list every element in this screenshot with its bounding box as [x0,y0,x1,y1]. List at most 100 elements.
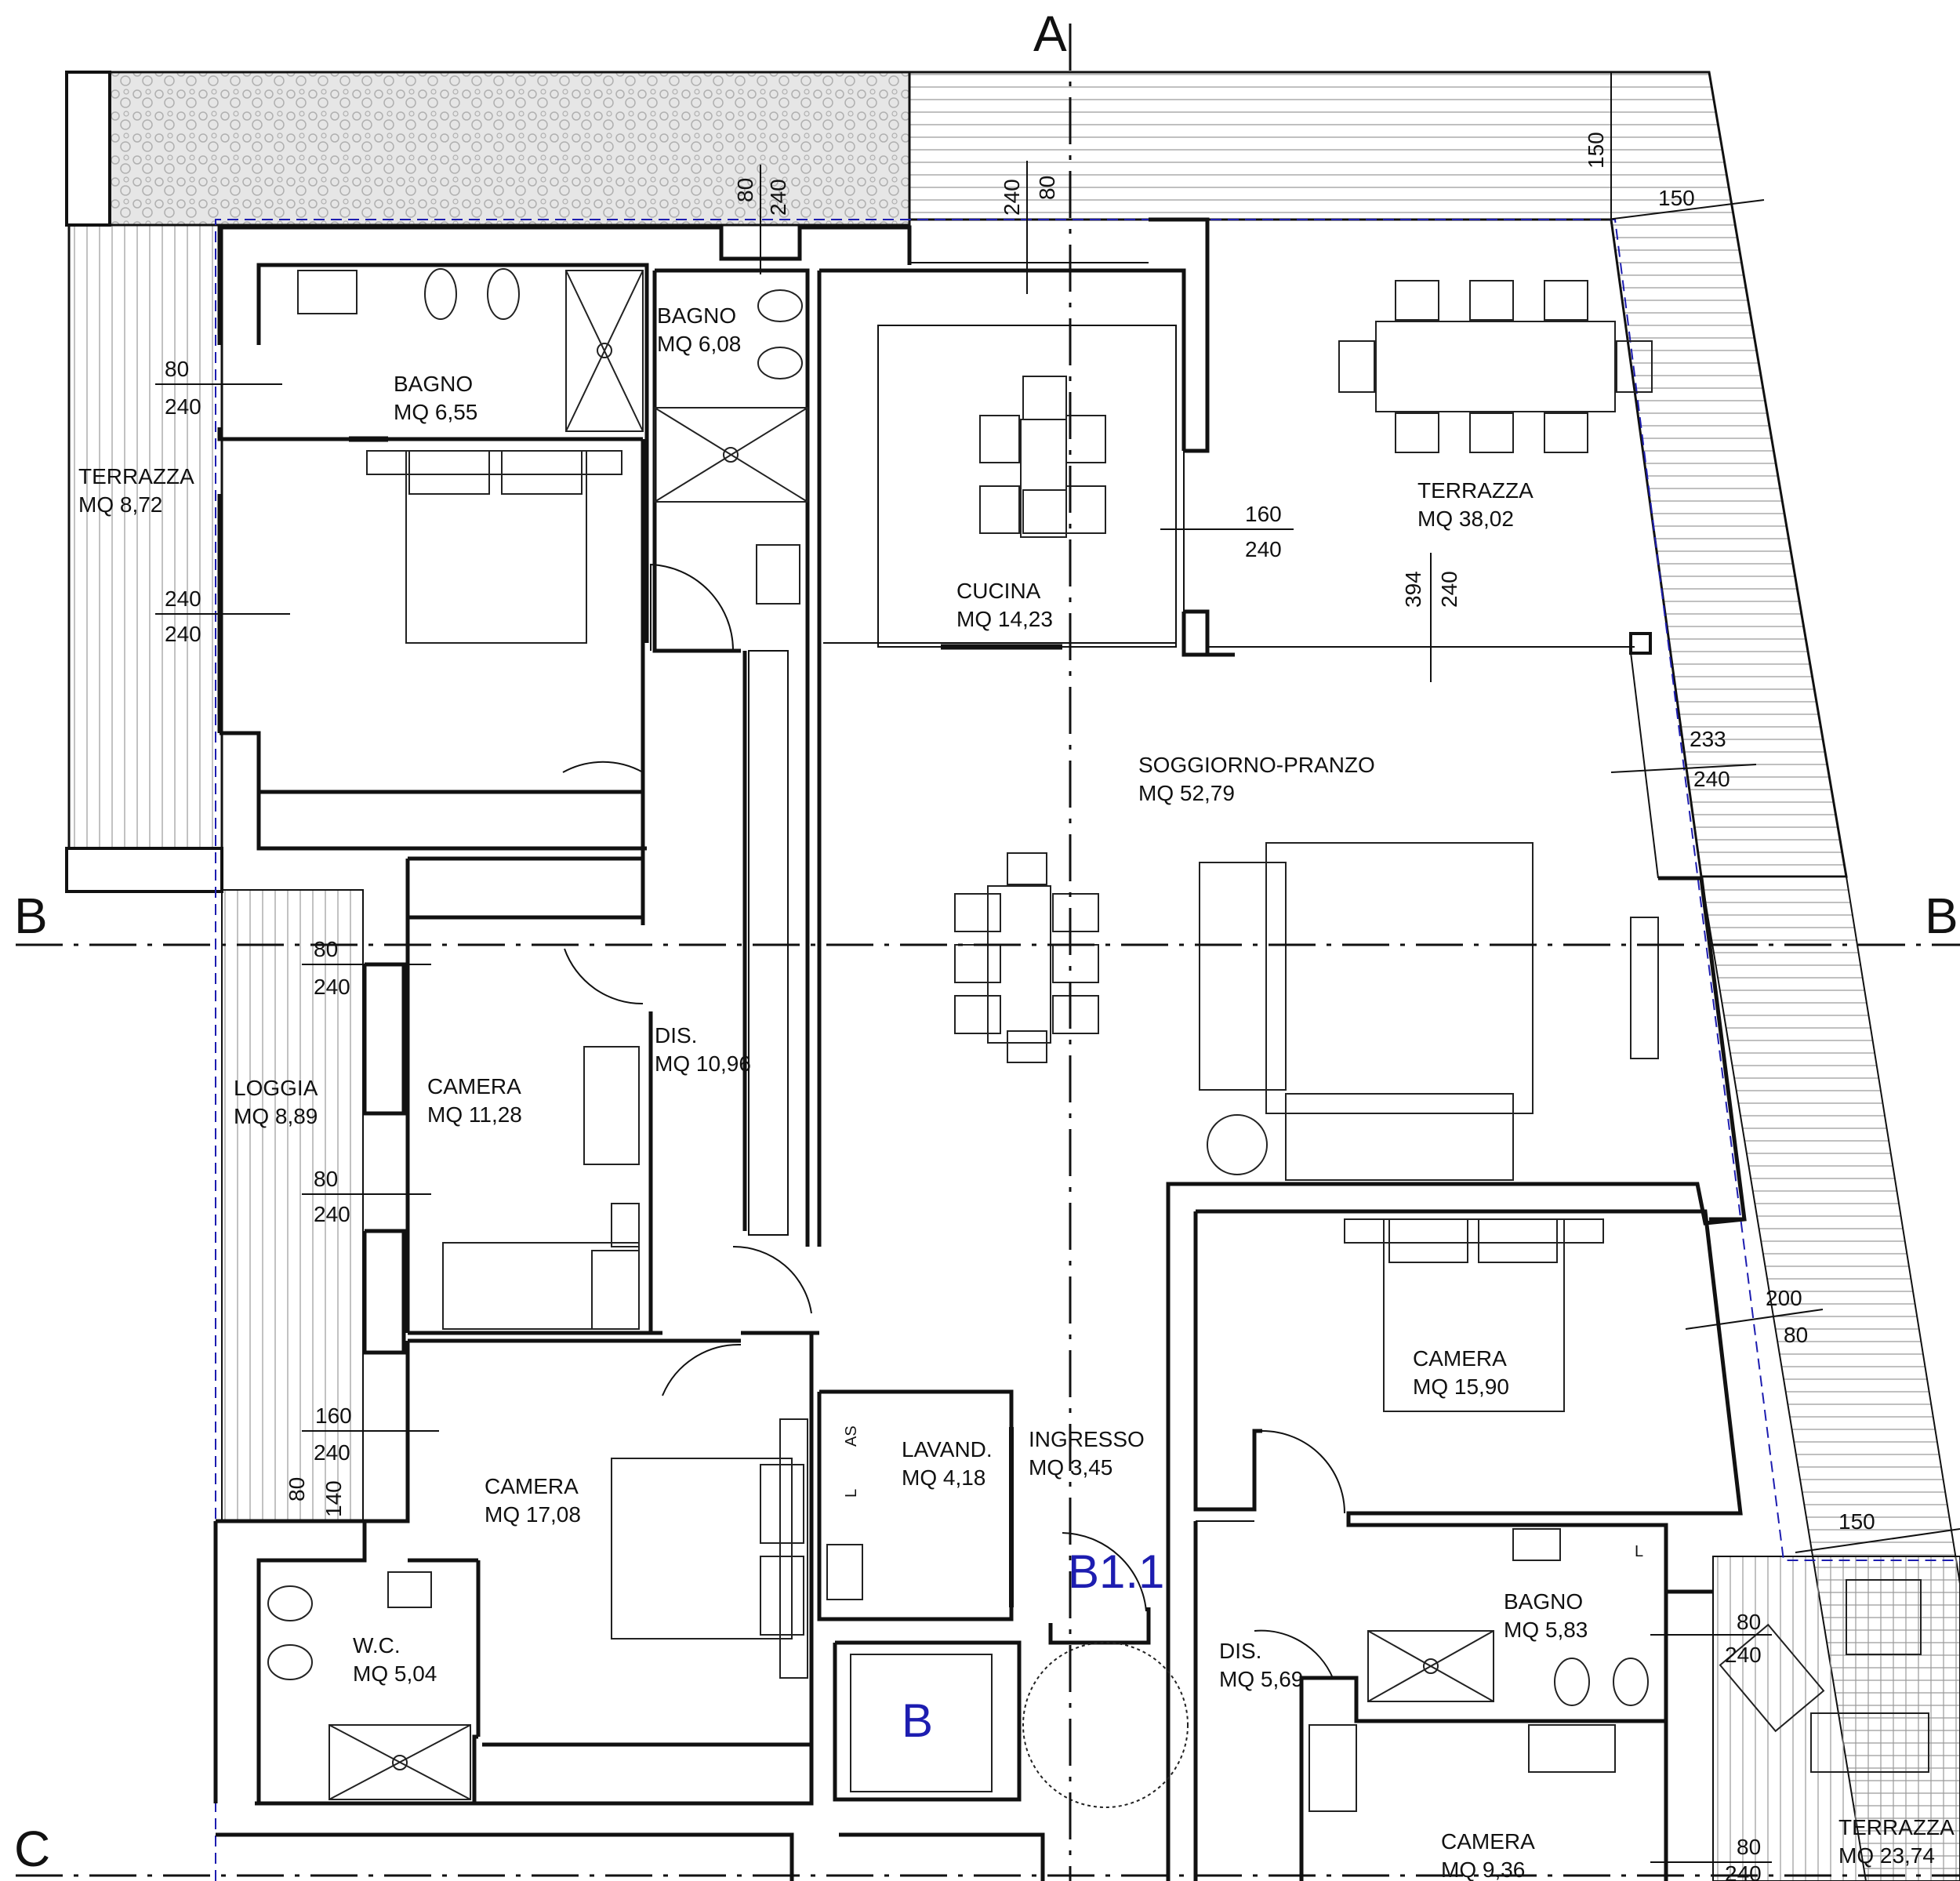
dimension-label: 240 [1245,537,1282,561]
wall [362,1229,406,1355]
bottom-right-terrace-deck [1712,1556,1960,1881]
rug [1265,842,1534,1114]
dimension-label: 240 [165,586,201,611]
room-labels: BAGNO MQ 6,55 BAGNO MQ 6,08 TERRAZZA MQ … [78,303,1955,1881]
room-name: DIS. [655,1023,697,1048]
bathtub-shower [565,270,644,432]
fixture-label-l: L [1635,1543,1643,1560]
dimension-label: 240 [1000,179,1024,216]
room-area: MQ 5,83 [1504,1618,1588,1642]
bidet [487,268,520,320]
room-name: BAGNO [394,372,473,396]
wall [1149,217,1210,453]
room-name: CAMERA [1413,1346,1507,1371]
dimension-label: 80 [1784,1323,1808,1347]
room-name: DIS. [1219,1639,1261,1663]
dimension-label: 80 [1035,176,1059,200]
room-area: MQ 17,08 [485,1502,581,1527]
bed [405,450,587,644]
room-area: MQ 5,69 [1219,1667,1303,1691]
fixture-label-as: AS [843,1425,860,1447]
wall [256,263,649,643]
dimension-label: 150 [1658,186,1695,210]
room-area: MQ 6,08 [657,332,741,356]
room-name: LAVAND. [902,1437,993,1462]
wall [655,268,810,647]
dimension-label: 80 [1737,1610,1761,1634]
gravel-strip [108,71,911,227]
room-name: CUCINA [956,579,1041,603]
room-area: MQ 5,04 [353,1661,437,1686]
room-area: MQ 8,72 [78,492,162,517]
section-markers: A B B C [14,5,1958,1877]
wall [819,268,1186,451]
dimension-label: 240 [1693,767,1730,791]
dimension-lines [155,72,1960,1863]
wall [1196,1209,1743,1881]
dimension-label: 80 [733,178,757,202]
room-name: TERRAZZA [1417,478,1534,503]
wall [255,1734,478,1806]
room-area: MQ 52,79 [1138,781,1235,805]
room-area: MQ 10,96 [655,1051,751,1076]
dimension-label: 160 [1245,502,1282,526]
room-name: BAGNO [657,303,736,328]
wall [652,271,741,653]
room-area: MQ 23,74 [1838,1843,1935,1868]
room-name: INGRESSO [1029,1427,1145,1451]
doors [562,563,1345,1679]
room-area: MQ 14,23 [956,607,1053,631]
toilet [424,268,457,320]
elevator-code-label: B [902,1694,933,1747]
room-area: MQ 9,36 [1441,1857,1525,1881]
dimension-label: 240 [1725,1643,1762,1667]
terraces [65,71,1960,1881]
dimension-label: 240 [314,1440,350,1465]
section-axes [16,24,1960,1881]
section-marker-a: A [1033,5,1067,62]
dimension-label: 80 [165,357,189,381]
fixture-label-l: L [843,1489,860,1498]
room-name: CAMERA [427,1074,521,1098]
section-marker-b-right: B [1925,888,1958,944]
wall [217,427,259,441]
wall [839,1832,1045,1881]
dimension-label: 240 [314,975,350,999]
room-area: MQ 38,02 [1417,507,1514,531]
wall [1181,609,1210,657]
wall [365,1341,410,1523]
dimension-label: 150 [1838,1509,1875,1534]
dimension-label: 200 [1766,1286,1802,1310]
left-terrace-post [65,71,111,227]
dimension-label: 160 [315,1403,352,1428]
wall [362,962,406,1116]
room-name: BAGNO [1504,1589,1583,1614]
dimension-label: 240 [165,622,201,646]
loggia-deck [221,889,364,1522]
room-name: SOGGIORNO-PRANZO [1138,753,1375,777]
room-name: LOGGIA [234,1076,318,1100]
section-marker-b-left: B [14,888,48,944]
room-area: MQ 8,89 [234,1104,318,1128]
stair-code-label: B1.1 [1068,1545,1164,1598]
code-labels: B1.1 B [902,1545,1164,1747]
property-boundary [215,219,1960,1881]
sink [297,270,358,314]
wall [216,1333,814,1806]
dimension-label: 394 [1401,571,1425,608]
room-name: CAMERA [485,1474,579,1498]
wall [405,856,645,1333]
wall [408,1011,653,1335]
furniture [267,268,1929,1812]
room-area: MQ 15,90 [1413,1374,1509,1399]
room-area: MQ 6,55 [394,400,477,424]
dimension-label: 240 [766,179,790,216]
room-area: MQ 3,45 [1029,1455,1112,1480]
dimension-label: 233 [1690,727,1726,751]
sofa [1199,862,1287,1091]
room-name: W.C. [353,1633,401,1658]
dimension-label: 150 [1584,132,1608,169]
left-terrace-base [65,847,223,893]
dimension-label: 80 [285,1477,309,1502]
